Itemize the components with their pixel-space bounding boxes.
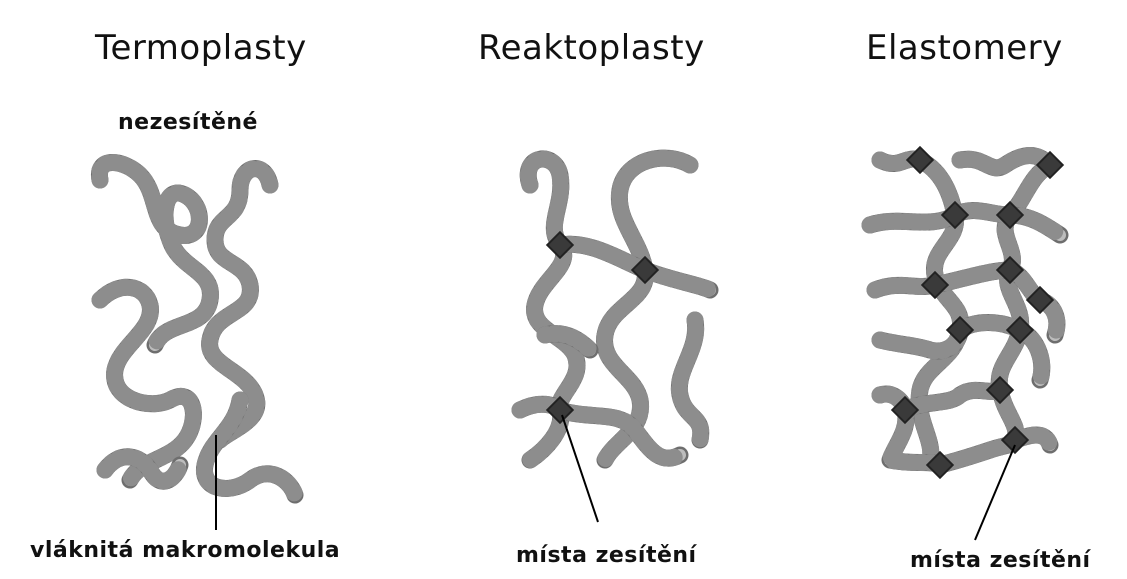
thermoset-chains <box>520 158 710 522</box>
thermoplastic-chains <box>99 163 295 531</box>
pointer-line-crosslink-thermosets <box>562 415 598 522</box>
elastomer-network <box>870 147 1063 540</box>
thermoplastic-chain <box>100 287 193 480</box>
thermoset-chain <box>679 320 700 440</box>
elastomer-chain <box>880 159 961 460</box>
